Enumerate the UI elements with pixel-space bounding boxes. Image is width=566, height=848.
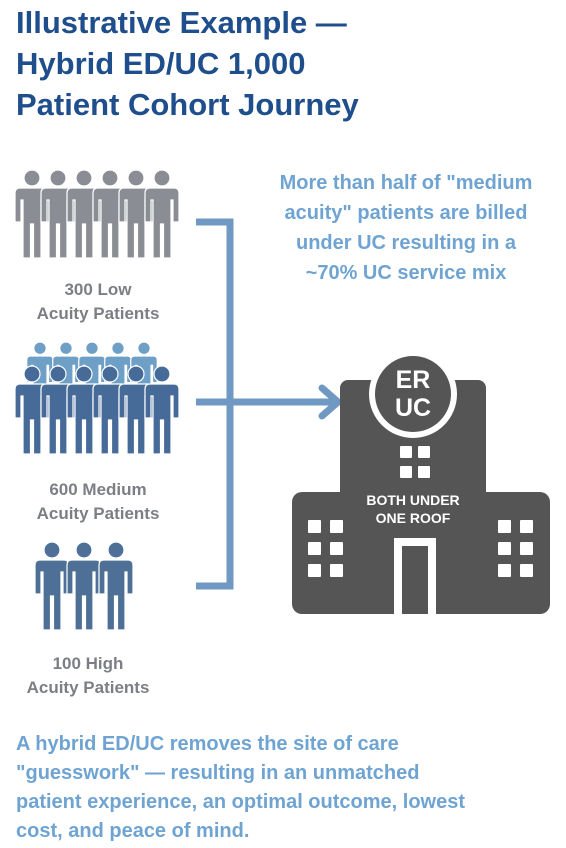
hybrid-facility-building: ER UC BOTH UNDER ONE ROOF [290, 348, 552, 616]
medium-acuity-text: Acuity Patients [36, 504, 160, 523]
roof-line: BOTH UNDER [366, 492, 460, 508]
person-icon [66, 541, 102, 631]
callout-line: under UC resulting in a [295, 232, 517, 254]
medium-acuity-label: 600 Medium Acuity Patients [0, 478, 196, 526]
summary-text: A hybrid ED/UC removes the site of care … [16, 730, 556, 846]
high-acuity-people-icon [34, 541, 134, 631]
roof-line: ONE ROOF [375, 510, 451, 526]
low-acuity-text: Acuity Patients [36, 304, 160, 323]
roof-caption: BOTH UNDER ONE ROOF [350, 491, 476, 527]
person-icon [144, 169, 180, 259]
title-line: Patient Cohort Journey [16, 87, 359, 122]
medium-acuity-count: 600 Medium [49, 480, 147, 499]
callout-line: acuity" patients are billed [284, 202, 528, 224]
title-line: Illustrative Example — [16, 5, 347, 40]
hospital-building-icon [292, 350, 550, 616]
summary-line: A hybrid ED/UC removes the site of care [16, 733, 399, 755]
summary-line: "guesswork" — resulting in an unmatched [16, 762, 420, 784]
low-acuity-people-icon [14, 169, 180, 259]
badge-line-uc: UC [394, 394, 432, 422]
er-uc-badge: ER UC [375, 366, 451, 422]
bracket-line [196, 218, 234, 590]
page-title: Illustrative Example — Hybrid ED/UC 1,00… [16, 2, 556, 125]
title-line: Hybrid ED/UC 1,000 [16, 46, 306, 81]
service-mix-callout: More than half of "medium acuity" patien… [246, 168, 566, 288]
low-acuity-label: 300 Low Acuity Patients [0, 278, 196, 326]
summary-line: patient experience, an optimal outcome, … [16, 791, 465, 813]
callout-line: More than half of "medium [279, 172, 533, 194]
person-icon [144, 365, 180, 455]
medium-acuity-people-icon [14, 341, 180, 455]
high-acuity-count: 100 High [52, 654, 124, 673]
low-acuity-count: 300 Low [64, 280, 132, 299]
high-acuity-label: 100 High Acuity Patients [0, 652, 176, 700]
callout-line: ~70% UC service mix [305, 262, 507, 284]
person-icon [34, 541, 70, 631]
badge-line-er: ER [395, 366, 431, 394]
summary-line: cost, and peace of mind. [16, 820, 250, 842]
person-icon [98, 541, 134, 631]
high-acuity-text: Acuity Patients [26, 678, 150, 697]
